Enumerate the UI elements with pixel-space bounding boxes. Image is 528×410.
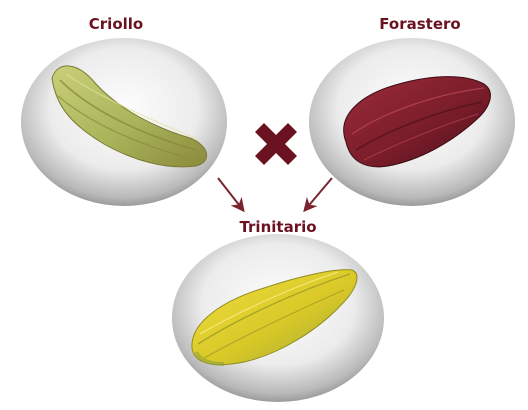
trinitario-label: Trinitario <box>239 218 316 236</box>
criollo-label: Criollo <box>89 15 143 33</box>
arrow-left-down-icon <box>218 178 243 210</box>
arrow-right-down-icon <box>305 178 332 210</box>
cross-icon <box>255 123 297 165</box>
forastero-label: Forastero <box>379 15 460 33</box>
